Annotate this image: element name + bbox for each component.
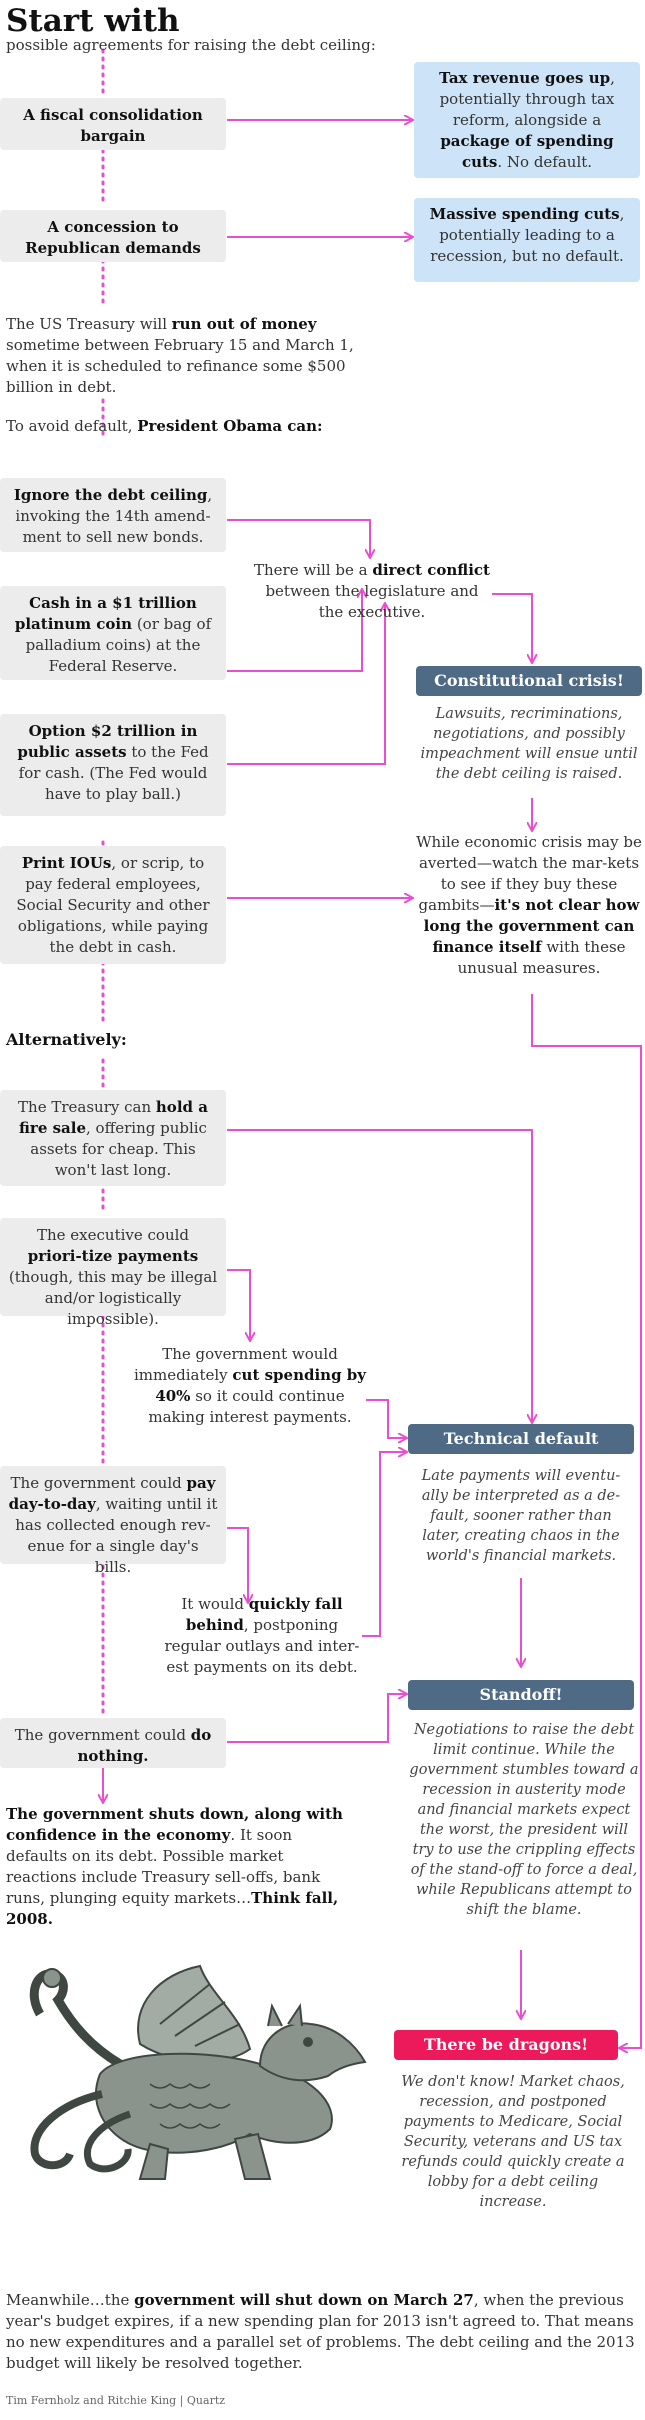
dragon-illustration bbox=[29, 1964, 367, 2180]
technical-default-header: Technical default bbox=[408, 1424, 634, 1454]
standoff-text: Negotiations to raise the debt limit con… bbox=[409, 1722, 639, 1918]
alt-fire-sale: The Treasury can hold a fire sale, offer… bbox=[0, 1090, 226, 1186]
alt-pay-day-to-day: The government could pay day-to-day, wai… bbox=[0, 1466, 226, 1576]
constitutional-crisis-text: Lawsuits, recriminations, negotiations, … bbox=[420, 706, 638, 782]
option-public-assets: Option $2 trillion in public assets to t… bbox=[0, 714, 226, 816]
standoff-header: Standoff! bbox=[408, 1680, 634, 1710]
avoid-default-label: To avoid default, President Obama can: bbox=[6, 417, 323, 435]
shutdown-note: The government shuts down, along with co… bbox=[6, 1805, 343, 1928]
constitutional-crisis-header: Constitutional crisis! bbox=[416, 666, 642, 696]
direct-conflict-note: There will be a direct conflict between … bbox=[254, 561, 490, 621]
agreement-fiscal-bargain: A fiscal consolidation bargain bbox=[0, 98, 226, 150]
option-ignore-debt-ceiling: Ignore the debt ceiling, invoking the 14… bbox=[0, 478, 226, 552]
outcome-spending-cuts: Massive spending cuts, potentially leadi… bbox=[414, 198, 640, 282]
page-title: Start with bbox=[6, 3, 180, 39]
option-platinum-coin: Cash in a $1 trillion platinum coin (or … bbox=[0, 586, 226, 680]
treasury-note: The US Treasury will run out of money so… bbox=[6, 315, 354, 396]
cut-spending-note: The government would immediately cut spe… bbox=[134, 1345, 367, 1426]
alternatively-label: Alternatively: bbox=[6, 1030, 127, 1049]
outcome-tax-revenue: Tax revenue goes up, potentially through… bbox=[414, 62, 640, 178]
alt-prioritize-payments: The executive could priori-tize payments… bbox=[0, 1218, 226, 1328]
option-print-ious: Print IOUs, or scrip, to pay federal emp… bbox=[0, 846, 226, 964]
dragons-header: There be dragons! bbox=[394, 2030, 618, 2060]
fall-behind-note: It would quickly fall behind, postponing… bbox=[164, 1595, 360, 1676]
agreement-republican-concession: A concession to Republican demands bbox=[0, 210, 226, 262]
alt-do-nothing: The government could do nothing. bbox=[0, 1718, 226, 1768]
dragons-text: We don't know! Market chaos, recession, … bbox=[401, 2074, 625, 2210]
technical-default-text: Late payments will eventu-ally be interp… bbox=[421, 1468, 621, 1564]
economic-crisis-note: While economic crisis may be averted—wat… bbox=[416, 833, 642, 977]
meanwhile-note: Meanwhile…the government will shut down … bbox=[6, 2291, 635, 2372]
page-subtitle: possible agreements for raising the debt… bbox=[6, 36, 376, 54]
credit-line: Tim Fernholz and Ritchie King | Quartz bbox=[6, 2394, 226, 2407]
